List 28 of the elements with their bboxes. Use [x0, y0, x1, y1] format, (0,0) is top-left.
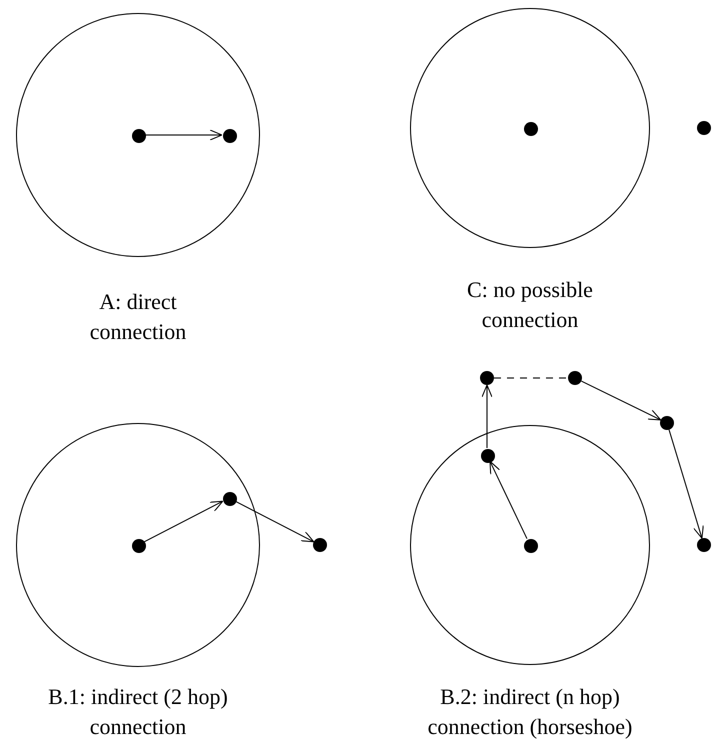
arrow — [580, 380, 662, 420]
node-dot — [132, 129, 146, 143]
caption: A: direct connection — [88, 288, 188, 346]
arrow — [482, 384, 492, 448]
arrow — [234, 500, 314, 542]
node-dot — [223, 492, 237, 506]
caption: B.1: indirect (2 hop) connection — [47, 683, 229, 741]
caption: B.2: indirect (n hop) connection (horseshoe) — [426, 683, 634, 741]
arrow — [144, 500, 224, 542]
node-dot — [481, 449, 495, 463]
range-circle — [410, 425, 650, 665]
caption: C: no possible connection — [466, 276, 594, 334]
node-dot — [313, 538, 327, 552]
node-dot — [480, 371, 494, 385]
node-dot — [132, 539, 146, 553]
range-circle — [410, 8, 650, 248]
node-dot — [223, 129, 237, 143]
node-dot — [524, 122, 538, 136]
node-dot — [568, 371, 582, 385]
arrow — [144, 130, 222, 140]
node-dot — [697, 121, 711, 135]
node-dot — [660, 416, 674, 430]
range-circle — [16, 423, 260, 667]
range-circle — [16, 13, 260, 257]
arrow — [490, 460, 528, 540]
node-dot — [524, 539, 538, 553]
node-dot — [697, 538, 711, 552]
arrow — [668, 429, 704, 539]
